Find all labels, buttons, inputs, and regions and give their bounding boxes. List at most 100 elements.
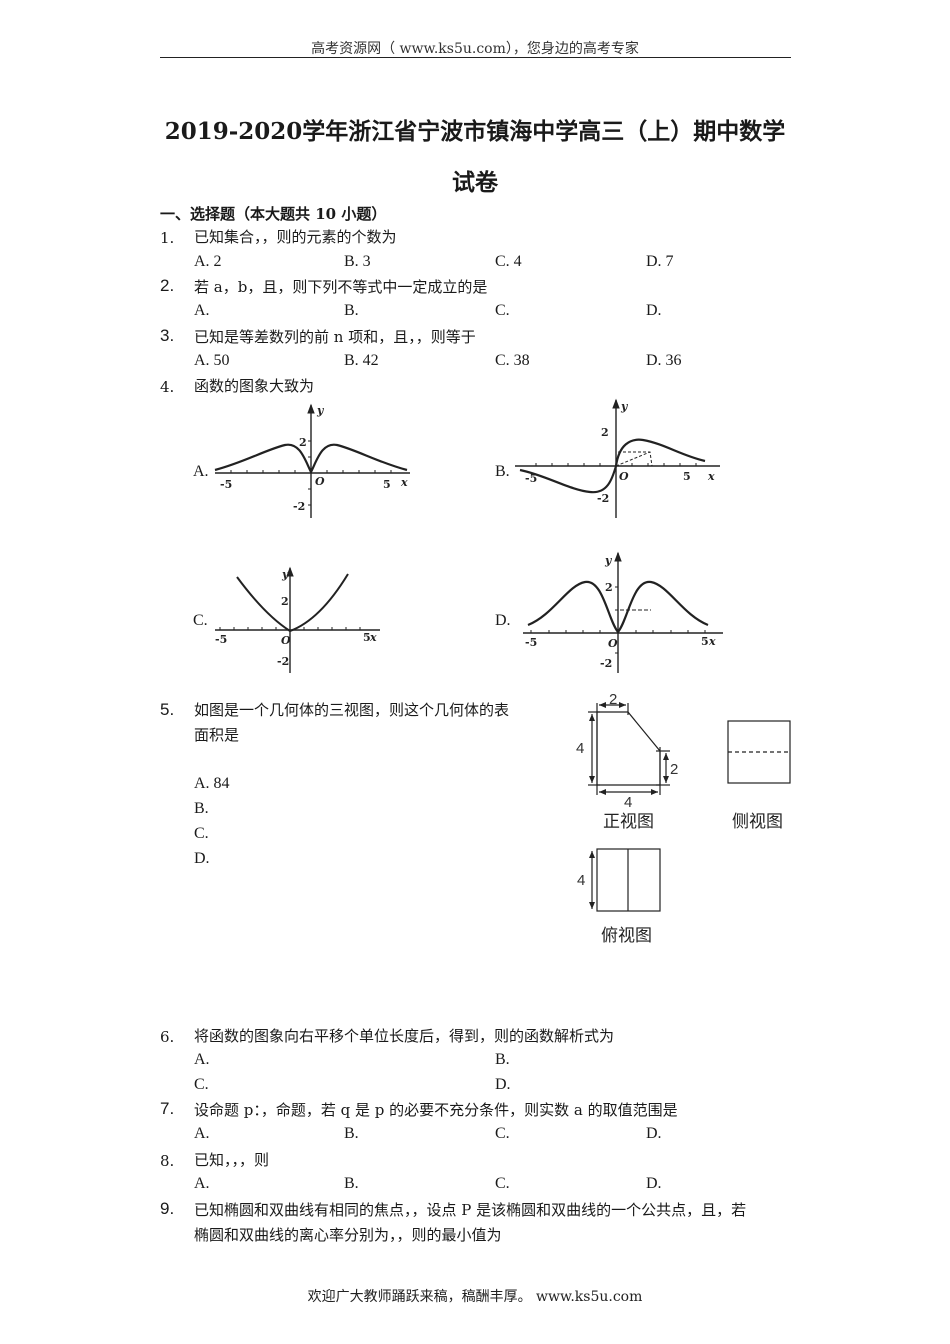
- tick-label: 5: [683, 470, 691, 483]
- question-text: 已知是等差数列的前 n 项和，且，，则等于: [194, 328, 476, 346]
- tick-label: 5: [701, 635, 709, 648]
- option-a: A.: [194, 1125, 210, 1142]
- question-text: 已知，，，则: [194, 1151, 270, 1169]
- graph-option-b: -5 O 5 x y 2 -2: [515, 398, 720, 518]
- option-b: B.: [344, 1125, 359, 1142]
- option-c: C.: [495, 1125, 510, 1142]
- question-number: 7.: [160, 1099, 175, 1118]
- option-d: D.: [646, 1175, 662, 1192]
- question-number: 2.: [160, 276, 175, 295]
- tick-label: 2: [281, 595, 289, 608]
- option-d: D.: [646, 1125, 662, 1142]
- tick-label: -5: [215, 633, 227, 646]
- front-view-caption: 正视图: [603, 812, 654, 832]
- option-c: C.: [193, 612, 208, 629]
- x-axis-label: x: [369, 631, 377, 644]
- question-number: 6.: [160, 1028, 175, 1046]
- graph-option-a: -5 O 5 x y 2 -2: [214, 403, 410, 518]
- tick-label: -2: [277, 655, 289, 668]
- option-d: D. 7: [646, 253, 674, 270]
- option-a: A.: [194, 302, 210, 319]
- dimension-label: 4: [577, 872, 585, 889]
- option-d: D.: [194, 850, 210, 867]
- tick-label: -5: [525, 472, 537, 485]
- side-view-caption: 侧视图: [732, 812, 783, 832]
- option-b: B.: [495, 1051, 510, 1068]
- tick-label: 5: [363, 631, 371, 644]
- option-b: B.: [344, 1175, 359, 1192]
- y-axis-label: y: [604, 554, 613, 567]
- top-view-caption: 俯视图: [601, 926, 652, 946]
- question-text: 设命题 p：，命题，若 q 是 p 的必要不充分条件，则实数 a 的取值范围是: [194, 1101, 678, 1119]
- exam-title-line2: 试卷: [452, 169, 498, 196]
- y-axis-label: y: [316, 404, 325, 417]
- header-divider: [160, 57, 791, 58]
- option-c: C. 4: [495, 253, 522, 270]
- question-text-line1: 已知椭圆和双曲线有相同的焦点，，设点 P 是该椭圆和双曲线的一个公共点，且，若: [194, 1201, 747, 1219]
- dimension-label: 4: [576, 740, 584, 757]
- question-number: 5.: [160, 700, 175, 719]
- tick-label: 5: [383, 478, 391, 491]
- option-c: C.: [495, 1175, 510, 1192]
- tick-label: -2: [293, 500, 305, 513]
- option-d: D.: [646, 302, 662, 319]
- tick-label: -5: [525, 636, 537, 649]
- option-b: B. 42: [344, 352, 379, 369]
- question-text: 将函数的图象向右平移个单位长度后，得到，则的函数解析式为: [194, 1027, 615, 1045]
- graph-option-c: -5 O 5 x y 2 -2: [215, 566, 380, 673]
- dimension-label: 4: [624, 794, 632, 811]
- x-axis-label: x: [707, 470, 715, 483]
- section-heading: 一、选择题（本大题共 10 小题）: [160, 205, 387, 223]
- origin-label: O: [315, 475, 325, 488]
- question-text: 已知集合，，则的元素的个数为: [194, 228, 397, 246]
- question-text: 若 a，b，且，则下列不等式中一定成立的是: [194, 278, 488, 296]
- origin-label: O: [608, 637, 618, 650]
- tick-label: 2: [605, 581, 613, 594]
- option-c: C.: [194, 1076, 209, 1093]
- y-axis-label: y: [620, 400, 629, 413]
- top-view-diagram: 4 俯视图: [577, 848, 661, 946]
- option-c: C.: [495, 302, 510, 319]
- tick-label: -2: [600, 657, 612, 670]
- side-view-diagram: 侧视图: [727, 720, 791, 832]
- tick-label: 2: [601, 426, 609, 439]
- exam-title-line1: 2019-2020学年浙江省宁波市镇海中学高三（上）期中数学: [164, 118, 786, 145]
- tick-label: -5: [220, 478, 232, 491]
- option-c: C.: [194, 825, 209, 842]
- question-number: 1.: [160, 229, 175, 247]
- question-text-line2: 椭圆和双曲线的离心率分别为，，则的最小值为: [194, 1226, 502, 1244]
- option-a: A. 2: [194, 253, 222, 270]
- dimension-label: 2: [609, 691, 617, 708]
- origin-label: O: [619, 470, 629, 483]
- question-number: 3.: [160, 326, 175, 345]
- question-text-line2: 面积是: [194, 726, 240, 744]
- page-header: 高考资源网（ www.ks5u.com），您身边的高考专家: [311, 41, 639, 57]
- tick-label: -2: [597, 492, 609, 505]
- option-a: A. 84: [194, 775, 230, 792]
- question-number: 8.: [160, 1152, 175, 1170]
- option-d: D.: [495, 1076, 511, 1093]
- option-b: B.: [194, 800, 209, 817]
- option-b: B. 3: [344, 253, 371, 270]
- question-text-line1: 如图是一个几何体的三视图，则这个几何体的表: [194, 701, 510, 719]
- option-b: B.: [344, 302, 359, 319]
- option-d: D. 36: [646, 352, 682, 369]
- option-a: A.: [194, 1175, 210, 1192]
- x-axis-label: x: [708, 635, 716, 648]
- option-a: A. 50: [194, 352, 230, 369]
- option-a: A.: [194, 1051, 210, 1068]
- option-a: A.: [193, 463, 209, 480]
- page-footer: 欢迎广大教师踊跃来稿，稿酬丰厚。 www.ks5u.com: [307, 1289, 643, 1305]
- question-number: 9.: [160, 1199, 175, 1218]
- x-axis-label: x: [400, 476, 408, 489]
- question-text: 函数的图象大致为: [194, 377, 315, 395]
- option-d: D.: [495, 612, 511, 629]
- graph-option-d: -5 O 5 x y 2 -2: [523, 551, 723, 673]
- origin-label: O: [281, 634, 291, 647]
- front-view-diagram: 2 4 2 4 正视图: [576, 691, 678, 832]
- y-axis-label: y: [281, 568, 290, 581]
- dimension-label: 2: [670, 761, 678, 778]
- tick-label: 2: [299, 436, 307, 449]
- question-number: 4.: [160, 378, 175, 396]
- option-b: B.: [495, 463, 510, 480]
